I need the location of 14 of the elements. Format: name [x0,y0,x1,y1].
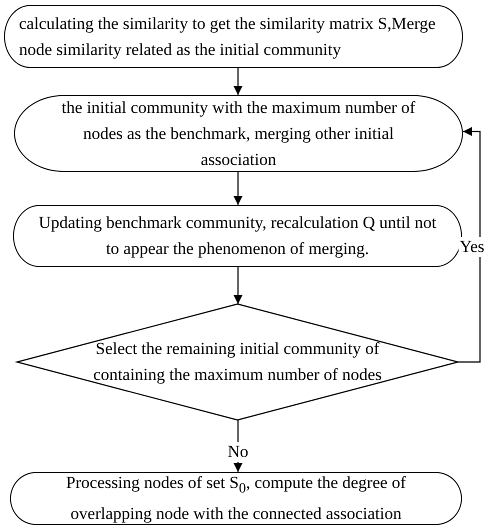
process-box [10,472,462,525]
arrow [458,127,481,363]
process-box [4,5,463,68]
decision-diamond [17,304,458,420]
arrow [234,68,242,95]
step-text: calculating the similarity to get the similarity matrix S,Merge node similarity related as the initial community [19,12,437,61]
edge-label: No [226,442,250,462]
arrow [234,267,242,304]
step-text: Processing nodes of set S$_{0}$, compute the degree of overlapping node with the connected association [65,472,407,526]
step-text: Updating benchmark community, recalculation Q until not to appear the phenomenon of merging. [38,212,438,260]
step-text: Select the remaining initial community of containing the maximum number of nodes [92,338,383,386]
edge-label: Yes [458,236,486,257]
arrow [234,172,242,205]
step-text: the initial community with the maximum number of nodes as the benchmark, merging other initial association [60,96,416,170]
